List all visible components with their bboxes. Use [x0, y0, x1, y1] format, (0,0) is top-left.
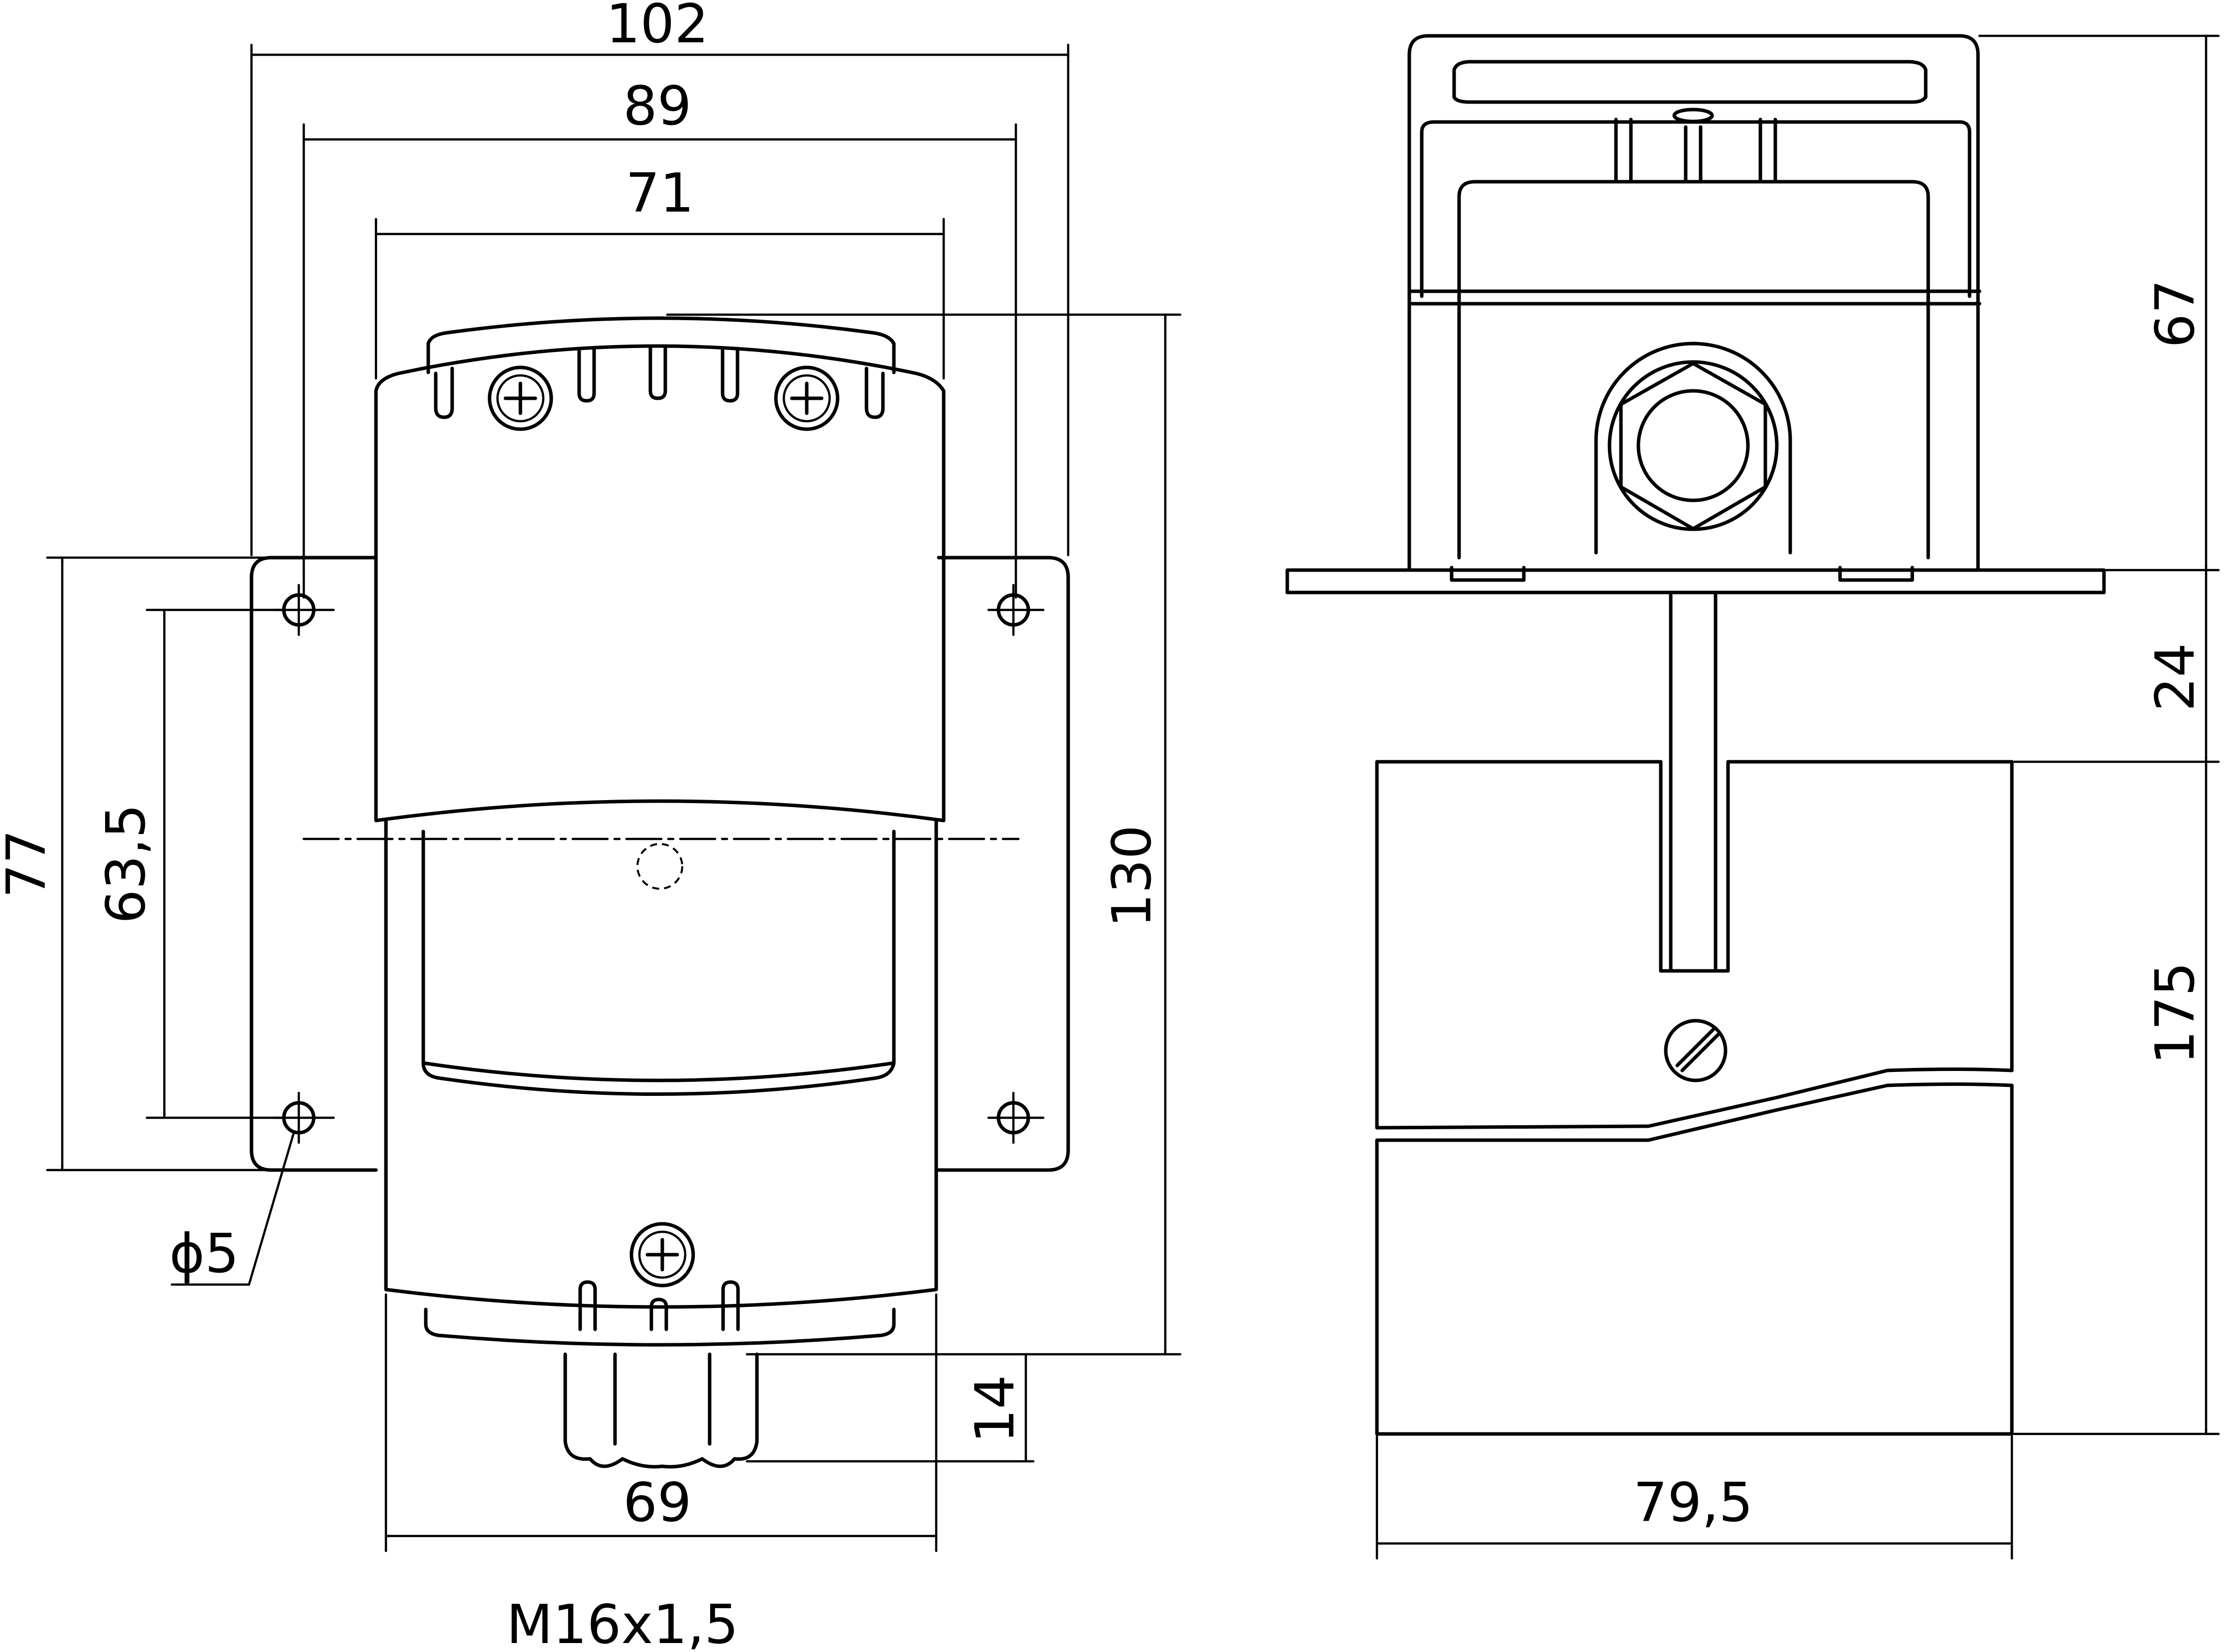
- screw-upper-right-icon: [774, 365, 840, 431]
- cable-gland: [563, 1352, 759, 1469]
- upper-cover-rim: [426, 316, 896, 374]
- dim-89-label: 89: [623, 75, 691, 137]
- extension-lines: [46, 43, 1182, 1552]
- probe-stem: [1659, 593, 1730, 973]
- terminal-pins: [1614, 108, 1777, 184]
- dim-67-label: 67: [2144, 279, 2207, 348]
- dimension-lines: [61, 53, 1167, 1537]
- dim-79-5-label: 79,5: [1633, 1472, 1753, 1534]
- side-dimension-lines: [1375, 34, 2208, 1545]
- dim-130-label: 130: [1101, 825, 1163, 928]
- dim-69-label: 69: [623, 1472, 691, 1534]
- dim-71-label: 71: [625, 162, 694, 225]
- upper-cover: [374, 344, 946, 823]
- front-view: 102 89 71 130 14 77 63,5 ϕ5 69 M16x1,5: [0, 0, 1182, 1652]
- dim-63-5-label: 63,5: [95, 804, 157, 924]
- hidden-screw: [636, 843, 683, 890]
- dim-14-label: 14: [964, 1375, 1026, 1443]
- thread-label: M16x1,5: [506, 1594, 739, 1652]
- dim-24-label: 24: [2144, 643, 2207, 711]
- side-view: 67 24 175 79,5: [1285, 34, 2220, 1560]
- dim-175-label: 175: [2144, 962, 2207, 1064]
- side-cable-gland-icon: [1594, 342, 1792, 555]
- mounting-plate: [249, 556, 1070, 1172]
- side-seam: [1410, 289, 1981, 306]
- lower-vent-slots: [578, 1280, 740, 1331]
- mounting-hole-icon: [272, 584, 1045, 1144]
- duct-body: [1375, 760, 2014, 1436]
- dim-77-label: 77: [0, 829, 58, 898]
- lower-housing: [384, 820, 938, 1309]
- dim-hole-diameter-label: ϕ5: [169, 1223, 239, 1285]
- vent-slots: [434, 344, 885, 419]
- middle-window: [421, 829, 896, 1096]
- screw-upper-left-icon: [488, 365, 553, 431]
- side-extension-lines: [1375, 34, 2220, 1560]
- dim-102-label: 102: [606, 0, 709, 55]
- side-base-plate: [1285, 568, 2106, 594]
- duct-screw-icon: [1664, 1019, 1728, 1082]
- screw-lower-icon: [629, 1222, 695, 1288]
